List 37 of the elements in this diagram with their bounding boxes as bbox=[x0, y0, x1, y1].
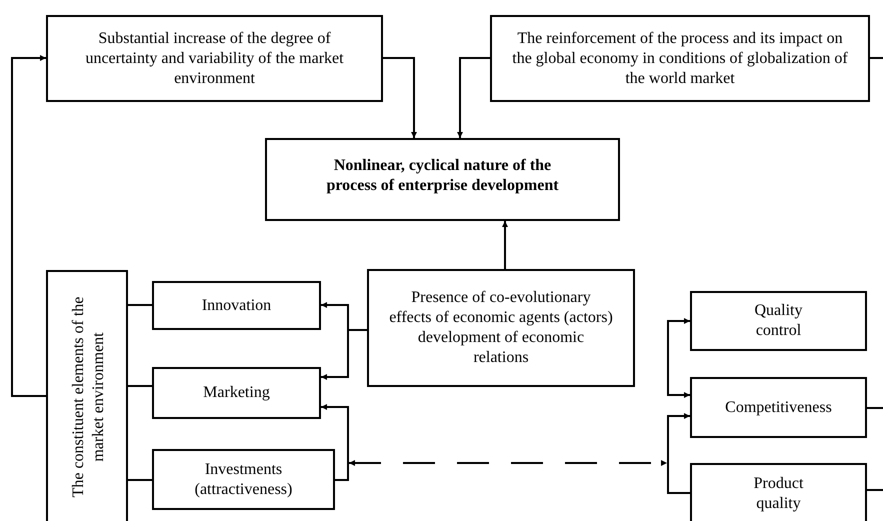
connector-line bbox=[867, 407, 883, 409]
process-box bbox=[690, 291, 867, 351]
process-box bbox=[367, 269, 635, 387]
box-text: Product quality bbox=[752, 474, 804, 514]
box-text: Quality control bbox=[754, 301, 804, 341]
process-box bbox=[490, 15, 870, 102]
arrow bbox=[321, 329, 367, 380]
connector-line bbox=[870, 57, 883, 59]
process-box bbox=[152, 367, 321, 419]
connector-line bbox=[128, 385, 152, 387]
process-box bbox=[152, 449, 335, 510]
arrow bbox=[667, 318, 690, 398]
box-text: Presence of co-evolutionary effects of economic agents (actors) development of economic relations bbox=[388, 288, 614, 368]
box-text: Marketing bbox=[202, 383, 271, 403]
arrow bbox=[383, 57, 417, 138]
process-box bbox=[152, 281, 321, 330]
arrow bbox=[457, 57, 490, 138]
box-text: Nonlinear, cyclical nature of the process of enterprise development bbox=[325, 156, 560, 196]
arrow bbox=[11, 55, 46, 397]
process-box bbox=[690, 377, 867, 438]
arrow bbox=[349, 460, 667, 466]
connector-line bbox=[128, 304, 152, 306]
box-text: Competitiveness bbox=[724, 398, 833, 418]
main-box bbox=[265, 138, 620, 221]
box-text: The reinforcement of the process and its impact on the global economy in conditions of globalization of the world market bbox=[511, 28, 849, 88]
arrow bbox=[502, 221, 508, 269]
box-text: Investments (attractiveness) bbox=[194, 460, 294, 500]
process-box bbox=[46, 15, 383, 102]
process-box bbox=[690, 463, 867, 521]
box-text: Substantial increase of the degree of uncertainty and variability of the market environment bbox=[84, 28, 345, 88]
arrow bbox=[667, 413, 690, 494]
box-text: Innovation bbox=[200, 296, 272, 316]
box-text: The constituent elements of the market environment bbox=[69, 296, 108, 500]
process-box bbox=[46, 270, 128, 521]
arrow bbox=[321, 404, 349, 481]
connector-line bbox=[867, 489, 883, 491]
connector-line bbox=[128, 479, 152, 481]
